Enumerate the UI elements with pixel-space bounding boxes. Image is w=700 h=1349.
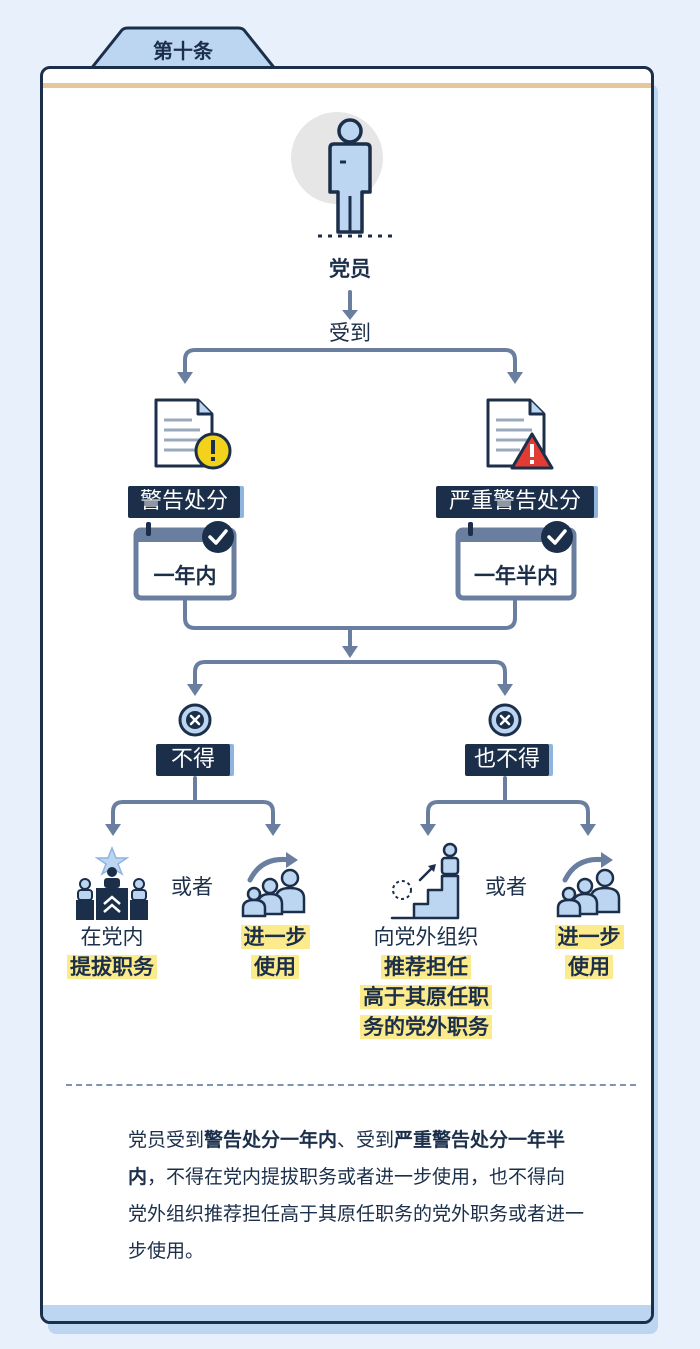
- period-one-and-half-year: 一年半内: [474, 564, 558, 588]
- arrowhead: [580, 824, 596, 836]
- arrowhead: [507, 372, 523, 384]
- promotion-podium-icon: [76, 845, 148, 920]
- document-warning-icon: [154, 398, 232, 470]
- further-use-left-2: 使用: [220, 952, 330, 982]
- card-footer-band: [43, 1305, 651, 1321]
- arrowhead: [105, 824, 121, 836]
- calendar-check-icon: [133, 521, 237, 601]
- article-description: 党员受到警告处分一年内、受到严重警告处分一年半内，不得在党内提拔职务或者进一步使…: [128, 1129, 585, 1262]
- person-icon: [291, 112, 392, 238]
- further-use-right-2: 使用: [534, 952, 644, 982]
- document-alert-icon: [486, 398, 554, 470]
- prohibition-left-label: 不得: [156, 744, 230, 776]
- prohibition-right-label: 也不得: [465, 744, 549, 776]
- article-title: 第十条: [153, 39, 213, 63]
- period-one-year: 一年内: [153, 564, 217, 588]
- recommend-line3: 高于其原任职: [336, 982, 516, 1012]
- receive-label: 受到: [329, 321, 371, 345]
- or-label-right: 或者: [485, 875, 527, 899]
- connector-merge: [183, 598, 517, 630]
- card-accent-line: [43, 83, 651, 88]
- further-use-right-1: 进一步: [534, 922, 644, 952]
- dashed-divider: [66, 1084, 636, 1086]
- arrowhead: [187, 684, 203, 696]
- promote-line2: 提拔职务: [42, 952, 182, 982]
- stairs-climb-icon: [390, 842, 460, 920]
- arrowhead: [342, 646, 358, 658]
- recommend-line1: 向党外组织: [373, 925, 479, 949]
- connector-top-split: [183, 348, 517, 376]
- recommend-line2: 推荐担任: [346, 952, 506, 982]
- connector-second-split: [193, 660, 507, 688]
- flow-diagram: [76, 112, 621, 920]
- arrowhead: [342, 310, 358, 320]
- arrowhead: [265, 824, 281, 836]
- penalty-serious-warning-label: 严重警告处分: [436, 486, 594, 518]
- x-circle-icon: [488, 703, 522, 737]
- connector-left-split: [111, 800, 275, 828]
- arrowhead: [420, 824, 436, 836]
- penalty-warning-label: 警告处分: [128, 486, 240, 518]
- connector-right-split: [426, 800, 590, 828]
- people-group-icon: [241, 852, 306, 918]
- people-group-icon: [556, 852, 621, 918]
- arrowhead: [177, 372, 193, 384]
- recommend-line4: 务的党外职务: [336, 1012, 516, 1042]
- further-use-left-1: 进一步: [220, 922, 330, 952]
- article-tab: 第十条: [88, 26, 278, 70]
- subject-label: 党员: [329, 257, 371, 281]
- or-label-left: 或者: [171, 875, 213, 899]
- arrowhead: [497, 684, 513, 696]
- calendar-check-icon: [455, 521, 577, 601]
- x-circle-icon: [178, 703, 212, 737]
- promote-line1: 在党内: [80, 925, 144, 949]
- content-card: [40, 66, 654, 1324]
